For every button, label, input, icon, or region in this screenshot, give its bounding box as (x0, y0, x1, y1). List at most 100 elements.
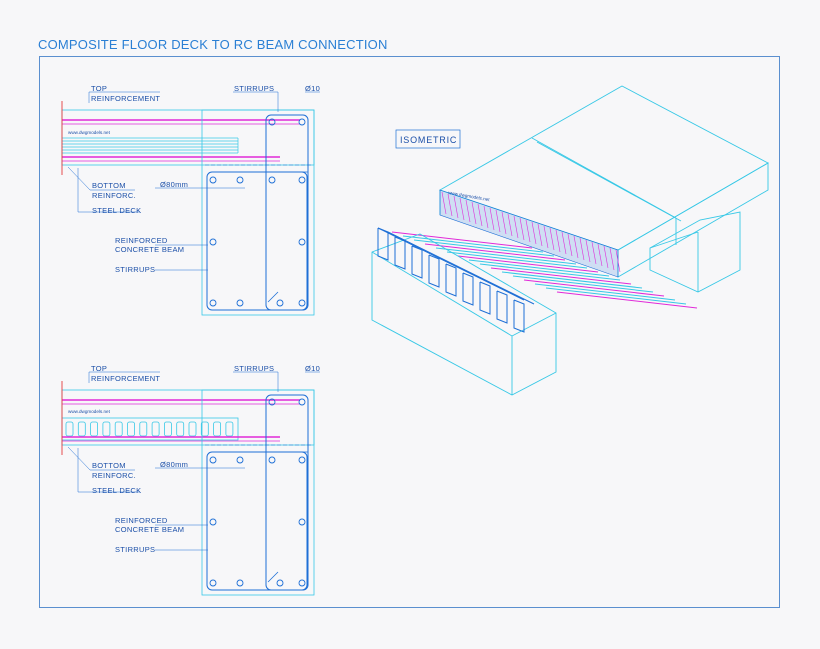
iso-stirrup (462, 272, 474, 306)
deck-hatch-line (477, 203, 483, 227)
deck-hatch-line (483, 205, 489, 229)
deck-bar (512, 275, 654, 293)
deck-hatch-line (465, 199, 471, 223)
deck-hatch-line (519, 217, 525, 241)
watermark-1: www.dwgmodels.net (68, 130, 111, 135)
stirrup-tie-1 (267, 291, 279, 303)
deck-hatch-line (525, 219, 531, 243)
label-bar-mark-1: Ø10 (305, 84, 320, 93)
iso-stirrup (411, 245, 423, 279)
deck-hatch-line (543, 225, 549, 249)
label-top-reinforcement-2: REINFORCEMENT (91, 374, 160, 383)
iso-deck-bars (391, 231, 698, 309)
iso-stirrup (428, 254, 440, 288)
deck-hatch-line (513, 215, 519, 239)
label-top-reinforcement-1: REINFORCEMENT (91, 94, 160, 103)
deck-bar (391, 231, 533, 249)
deck-bar (501, 271, 643, 289)
deck-hatch-line (603, 245, 609, 269)
deck-cell (188, 421, 197, 437)
deck-bar (457, 255, 599, 273)
deck-cell (77, 421, 86, 437)
deck-bar (534, 283, 676, 301)
label-beam-line2-1: CONCRETE BEAM (115, 245, 184, 254)
label-bottom-reinforc-1: REINFORC. (92, 191, 136, 200)
deck-hatch-line (567, 233, 573, 257)
deck-hatch-line (591, 241, 597, 265)
label-steel-deck-1: STEEL DECK (92, 206, 141, 215)
label-steel-deck-2: STEEL DECK (92, 486, 141, 495)
deck-hatch-line (531, 221, 537, 245)
page-title: COMPOSITE FLOOR DECK TO RC BEAM CONNECTI… (38, 37, 388, 52)
label-dimension-1: Ø80mm (160, 180, 188, 189)
deck-cell (163, 421, 172, 437)
deck-bar (523, 279, 665, 297)
beam-stirrup-outer-1 (206, 171, 308, 311)
isometric-label: ISOMETRIC (400, 135, 457, 145)
deck-hatch-line (579, 237, 585, 261)
deck-cell (114, 421, 123, 437)
deck-hatch-line (573, 235, 579, 259)
iso-stirrup (479, 281, 491, 315)
deck-hatch-line (507, 213, 513, 237)
deck-hatch-line (501, 211, 507, 235)
beam-stirrup-outer-2 (206, 451, 308, 591)
iso-stirrup (513, 299, 525, 333)
label-bottom-1: BOTTOM (92, 181, 126, 190)
beam-outline-1 (201, 109, 315, 316)
deck-hatch-line (471, 201, 477, 225)
deck-cell (151, 421, 160, 437)
label-beam-2: REINFORCED (115, 516, 168, 525)
label-beam-1: REINFORCED (115, 236, 168, 245)
leaders-2 (67, 371, 320, 551)
beam-rebars-2 (209, 398, 306, 587)
deck-bar (446, 251, 588, 269)
label-top-1: TOP (91, 84, 107, 93)
deck-bar (468, 259, 610, 277)
deck-bar (490, 267, 632, 285)
deck-hatch-line (609, 247, 615, 271)
deck-cell (200, 421, 209, 437)
isometric-view: ISOMETRIC www.dwgmodels.net (371, 85, 769, 396)
deck-hatch-line (585, 239, 591, 263)
iso-stirrup (377, 227, 389, 261)
deck-cell (139, 421, 148, 437)
drawing-frame (39, 56, 780, 608)
label-bar-mark-2: Ø10 (305, 364, 320, 373)
deck-cell (65, 421, 74, 437)
deck-cell (127, 421, 135, 437)
deck-hatch-line (495, 209, 501, 233)
iso-stirrup (496, 290, 508, 324)
deck-bar (435, 247, 577, 265)
iso-deck-section (439, 189, 621, 278)
label-stirrups-top-2: STIRRUPS (234, 364, 274, 373)
deck-cell (176, 421, 185, 437)
deck-bar (479, 263, 621, 281)
deck-bar (424, 243, 566, 261)
deck-cell (213, 421, 222, 437)
deck-bar (413, 239, 555, 257)
deck-hatch-line (489, 207, 495, 231)
label-top-2: TOP (91, 364, 107, 373)
steel-deck-profile-1 (62, 137, 239, 154)
deck-bar (402, 235, 544, 253)
section-detail-2: www.dwgmodels.net (61, 364, 320, 596)
iso-cage-top-bar (377, 227, 525, 301)
deck-hatch-line (459, 197, 465, 221)
label-stirrups-bottom-2: STIRRUPS (115, 545, 155, 554)
label-bottom-2: BOTTOM (92, 461, 126, 470)
beam-rebars-1 (209, 118, 306, 307)
deck-hatch-line (537, 223, 543, 247)
iso-stirrup (445, 263, 457, 297)
label-bottom-reinforc-2: REINFORC. (92, 471, 136, 480)
deck-hatch-line (453, 195, 459, 219)
deck-bar (556, 291, 698, 309)
beam-outline-2 (201, 389, 315, 596)
iso-stirrup-cage (377, 227, 535, 333)
deck-hatch-line (441, 191, 447, 215)
deck-hatch-line (561, 231, 567, 255)
label-stirrups-bottom-1: STIRRUPS (115, 265, 155, 274)
deck-cell (90, 421, 98, 437)
deck-hatch-line (549, 227, 555, 251)
